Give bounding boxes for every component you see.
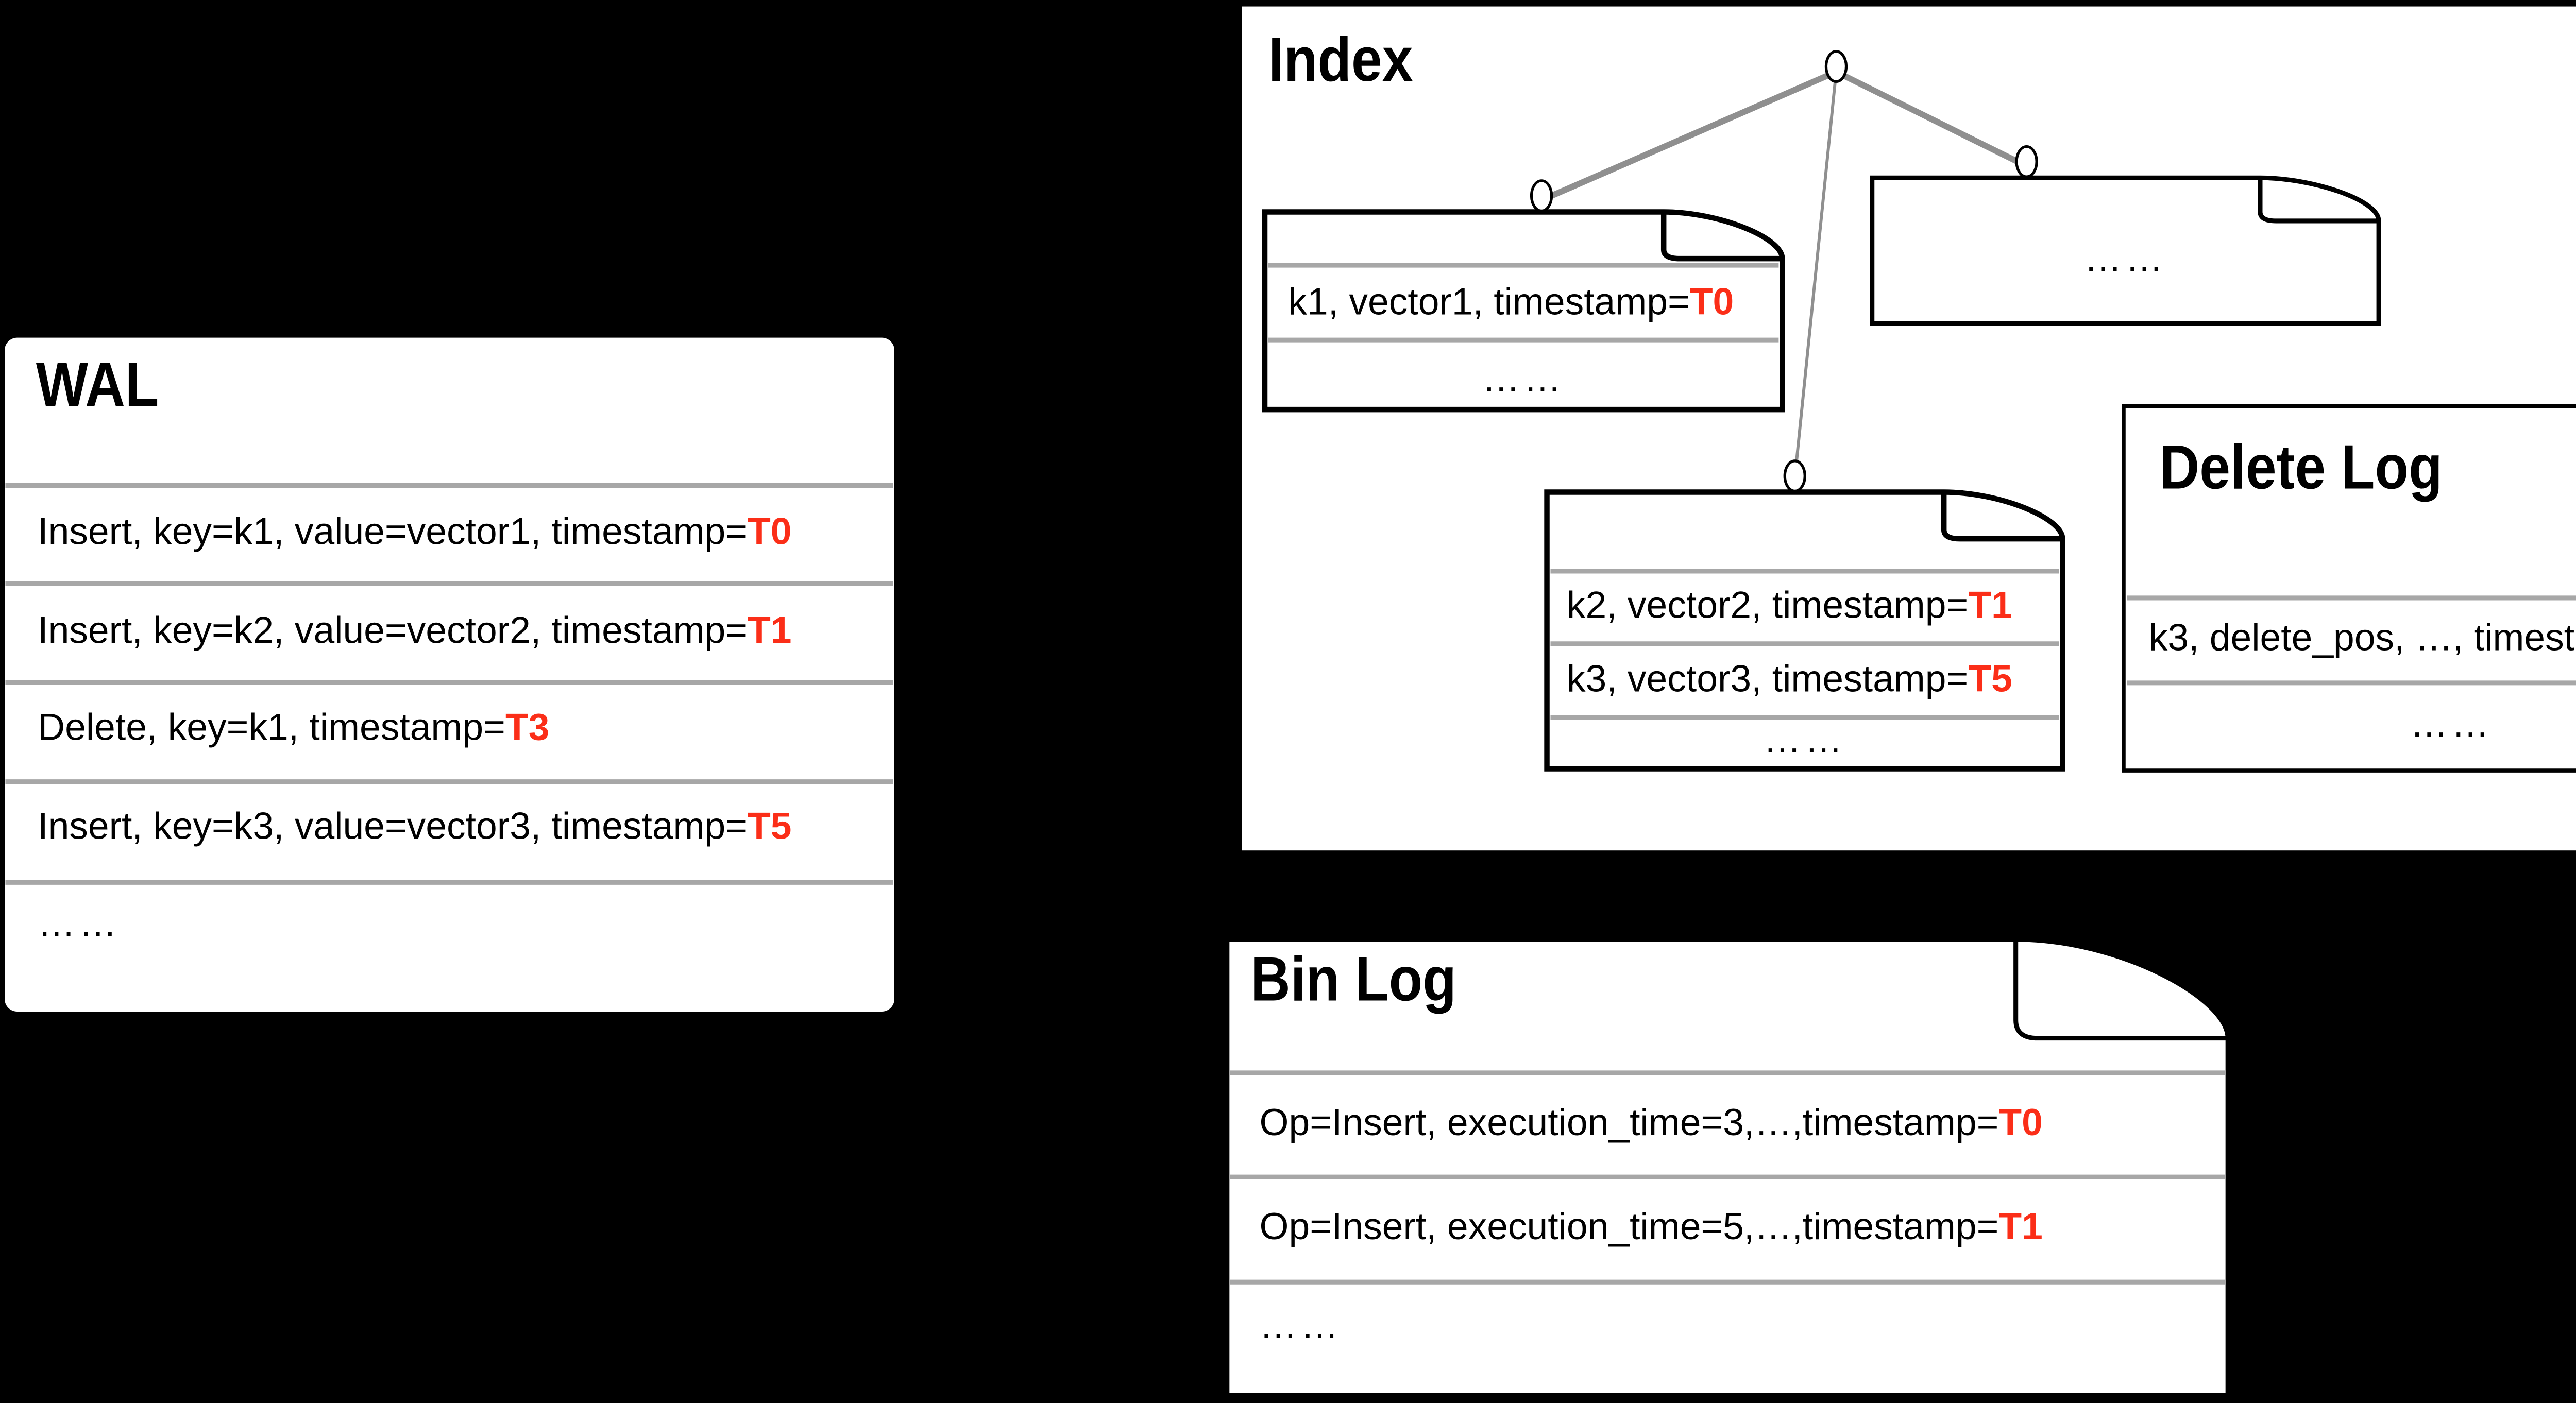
wal-row-timestamp: T0: [748, 511, 792, 554]
tree-edge-root-middle: [1793, 72, 1838, 478]
bin-log-row-text: Op=Insert, execution_time=3,…,timestamp=: [1259, 1103, 1999, 1144]
tree-node-left-icon: [1530, 179, 1553, 213]
delete-log-more: ……: [2410, 704, 2493, 746]
delete-log-title: Delete Log: [2159, 433, 2443, 503]
tree-node-root-icon: [1824, 50, 1848, 83]
segment-card-2: [1870, 175, 2381, 326]
wal-row-timestamp: T5: [748, 806, 792, 848]
segment-card-3-row: k3, vector3, timestamp=T5: [1567, 656, 2052, 706]
wal-row-text: Delete, key=k1, timestamp=: [38, 707, 505, 749]
wal-row-text: Insert, key=k2, value=vector2, timestamp…: [38, 609, 748, 652]
wal-row: Insert, key=k3, value=vector3, timestamp…: [38, 803, 882, 853]
bin-log-row: Op=Insert, execution_time=5,…,timestamp=…: [1260, 1203, 2212, 1254]
wal-box: [5, 337, 894, 1012]
segment-card-1-dogear-icon: [1660, 212, 1783, 262]
bin-log-more: ……: [1259, 1306, 1342, 1347]
delete-log-row: k3, delete_pos, …, timestamp=T3: [2149, 614, 2576, 665]
wal-row: Delete, key=k1, timestamp=T3: [38, 704, 882, 755]
segment-card-2-more: ……: [2084, 238, 2167, 281]
segment-row-text: k2, vector2, timestamp=: [1566, 585, 1969, 627]
segment-row-text: k3, vector3, timestamp=: [1566, 659, 1969, 701]
wal-row: Insert, key=k1, value=vector1, timestamp…: [38, 508, 882, 559]
bin-log-row-timestamp: T0: [1998, 1103, 2043, 1144]
segment-row-timestamp: T0: [1689, 282, 1734, 323]
segment-card-3-dogear-icon: [1941, 492, 2063, 542]
wal-title: WAL: [36, 350, 159, 421]
bin-log-row-text: Op=Insert, execution_time=5,…,timestamp=: [1259, 1207, 1999, 1248]
bin-log-title: Bin Log: [1250, 945, 1456, 1015]
segment-row-timestamp: T1: [1968, 585, 2012, 627]
tree-node-right-icon: [2015, 145, 2038, 178]
tree-edge-root-right: [1835, 69, 2026, 168]
wal-more-row: ……: [38, 903, 121, 945]
segment-row-text: k1, vector1, timestamp=: [1288, 282, 1690, 323]
bin-log-dogear-icon: [2013, 939, 2228, 1041]
segment-card-3: [1544, 489, 2065, 772]
segment-card-1: [1262, 209, 1785, 413]
wal-row: Insert, key=k2, value=vector2, timestamp…: [38, 606, 882, 657]
segment-row-timestamp: T5: [1968, 659, 2012, 701]
tree-edge-root-left: [1542, 69, 1838, 202]
index-title: Index: [1268, 25, 1413, 95]
segment-card-2-dogear-icon: [2258, 178, 2379, 224]
tree-node-middle-icon: [1783, 459, 1806, 493]
delete-log-row-text: k3, delete_pos, …, timestamp=: [2148, 618, 2576, 659]
wal-row-text: Insert, key=k1, value=vector1, timestamp…: [38, 511, 748, 554]
segment-card-3-row: k2, vector2, timestamp=T1: [1567, 582, 2052, 632]
delete-log-card: [2122, 404, 2576, 773]
segment-card-3-more: ……: [1763, 720, 1846, 762]
wal-row-timestamp: T3: [505, 707, 550, 749]
bin-log-row: Op=Insert, execution_time=3,…,timestamp=…: [1260, 1099, 2212, 1150]
segment-card-1-row: k1, vector1, timestamp=T0: [1288, 279, 1773, 329]
bin-log-row-timestamp: T1: [1998, 1207, 2043, 1248]
segment-card-1-more: ……: [1482, 359, 1565, 401]
wal-row-timestamp: T1: [748, 609, 792, 652]
wal-row-text: Insert, key=k3, value=vector3, timestamp…: [38, 806, 748, 848]
